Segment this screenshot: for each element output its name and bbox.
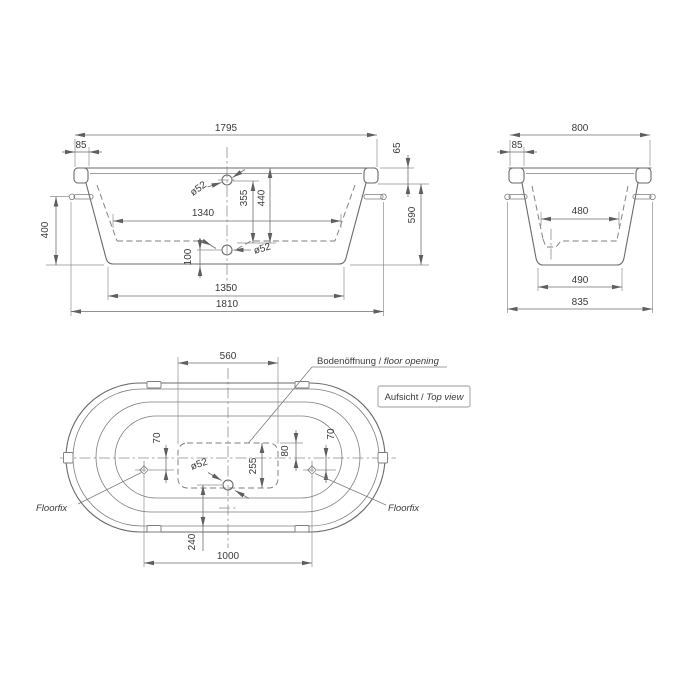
rim-end-mark-right: [377, 452, 388, 464]
dim-label-overflow-height: 355: [239, 189, 250, 206]
side-tub-outline: [73, 167, 379, 265]
dim-label-overall-height: 590: [407, 206, 418, 223]
bottom-drain-circle-top: [222, 479, 234, 491]
side-inner-surface: [96, 184, 356, 250]
end-view: 800 85 480 490 835: [497, 123, 656, 313]
top-dimension-lines: [144, 360, 329, 566]
end-dimension-lines: [497, 132, 653, 312]
side-rim-curl-right: [363, 167, 379, 184]
side-rim-curl-left: [73, 167, 89, 184]
dim-label-top-width: 1795: [215, 123, 238, 134]
end-rim-curl-left: [508, 167, 525, 184]
floorfix-leader-left: [77, 472, 142, 505]
dim-label-left-offset: 70: [152, 432, 163, 444]
floorfix-label-right: Floorfix: [388, 503, 420, 514]
dim-label-handle-height: 400: [40, 221, 51, 238]
end-rim-curl-right: [635, 167, 652, 184]
view-label: Aufsicht / Top view: [385, 392, 465, 403]
dim-label-end-bottom-width: 490: [572, 275, 589, 286]
side-handles: [68, 193, 387, 200]
dim-label-drain-dia-side: ø52: [253, 241, 273, 256]
dim-label-drain-dia-top: ø52: [189, 456, 209, 472]
side-dimension-lines: [53, 132, 424, 314]
dim-label-drain-bottom-offset: 240: [187, 533, 198, 550]
dim-label-inner-bottom: 1340: [192, 208, 215, 219]
dim-label-end-inner-bottom: 480: [572, 206, 589, 217]
end-handles: [504, 193, 656, 200]
floor-opening-outline: [177, 442, 279, 489]
dim-label-rim-width: 85: [75, 140, 87, 151]
view-label-box: [377, 385, 471, 408]
dim-label-inner-depth: 440: [257, 189, 268, 206]
dim-label-opening-width: 255: [248, 457, 259, 474]
dim-label-rim-drop: 65: [392, 142, 403, 154]
dim-label-overflow-dia: ø52: [188, 179, 209, 198]
dim-label-end-overall-width: 835: [572, 297, 589, 308]
top-rim-handles: [63, 381, 388, 533]
dim-label-opening-offset: 80: [280, 445, 291, 457]
dim-label-bottom-width: 1350: [215, 283, 238, 294]
end-tub-outline: [508, 167, 652, 266]
top-view: 560 70 80 70 255 240 1000 ø52 Bodenöffnu…: [36, 351, 471, 567]
dim-label-floorfix-spacing: 1000: [217, 551, 240, 562]
floor-opening-label: Bodenöffnung / floor opening: [317, 356, 440, 367]
rim-end-mark-left: [63, 452, 74, 464]
dim-label-drain-height: 100: [183, 248, 194, 265]
top-extension-lines: [143, 357, 336, 567]
floor-opening-leader: [248, 366, 313, 444]
side-view: 1795 85 65 590 400 1340 355 440 100 1350…: [40, 123, 429, 316]
bottom-drain-circle-side: [221, 244, 233, 256]
top-tub-outline: [65, 382, 386, 533]
floorfix-label-left: Floorfix: [36, 503, 68, 514]
side-extension-lines: [46, 139, 429, 316]
dim-label-right-offset: 70: [326, 428, 337, 440]
end-extension-lines: [507, 140, 653, 313]
end-inner-surface: [531, 185, 629, 248]
dim-label-end-top-width: 800: [572, 123, 589, 134]
dim-label-end-rim-width: 85: [511, 140, 523, 151]
floorfix-leader-right: [314, 473, 387, 506]
dim-label-overall-length: 1810: [216, 299, 239, 310]
dim-label-opening-length: 560: [220, 351, 237, 362]
